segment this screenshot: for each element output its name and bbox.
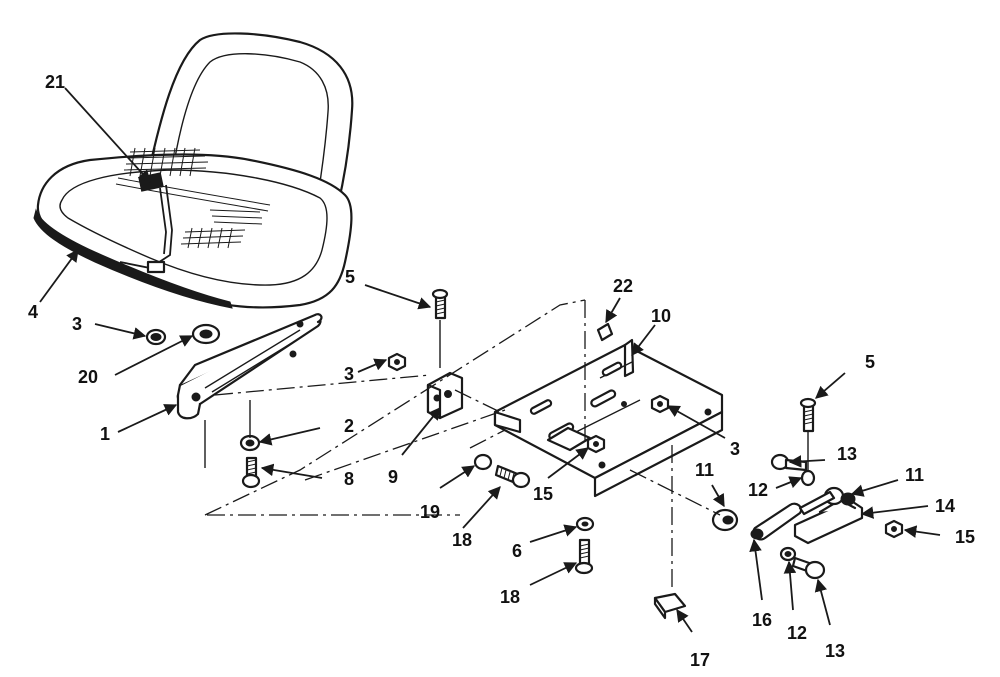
- hardware-left: [145, 323, 261, 489]
- callout-18-top: 18: [452, 530, 472, 550]
- callout-18-bottom: 18: [500, 587, 520, 607]
- callout-20: 20: [78, 367, 98, 387]
- callout-3-mid: 3: [344, 364, 354, 384]
- callout-13-top: 13: [837, 444, 857, 464]
- assembly-lines: [204, 299, 721, 590]
- callout-17: 17: [690, 650, 710, 670]
- seat-slide-bracket: [176, 313, 323, 420]
- callout-12-bottom: 12: [787, 623, 807, 643]
- callout-5-right: 5: [865, 352, 875, 372]
- callout-19: 19: [420, 502, 440, 522]
- leader-arrows: [39, 87, 941, 633]
- callout-16: 16: [752, 610, 772, 630]
- callout-9: 9: [388, 467, 398, 487]
- callout-3-right: 3: [730, 439, 740, 459]
- callout-1: 1: [100, 424, 110, 444]
- shock-assembly: [711, 397, 904, 580]
- callout-15-mid: 15: [533, 484, 553, 504]
- callout-labels: 21 4 3 20 1 5 3 2 8 9 19 18 15 22 10 3 5…: [28, 72, 975, 670]
- callout-4: 4: [28, 302, 38, 322]
- callout-13-bottom: 13: [825, 641, 845, 661]
- callout-15-right: 15: [955, 527, 975, 547]
- callout-14: 14: [935, 496, 955, 516]
- mounting-plate: [493, 322, 724, 498]
- callout-11-right: 11: [905, 465, 924, 485]
- callout-12-top: 12: [748, 480, 768, 500]
- callout-6: 6: [512, 541, 522, 561]
- callout-5-top: 5: [345, 267, 355, 287]
- callout-2: 2: [344, 416, 354, 436]
- callout-3-left: 3: [72, 314, 82, 334]
- callout-10: 10: [651, 306, 671, 326]
- angle-bracket: [387, 288, 464, 420]
- hardware-bottom: [473, 453, 687, 620]
- callout-21: 21: [45, 72, 65, 92]
- seat: [33, 32, 354, 309]
- callout-22: 22: [613, 276, 633, 296]
- callout-8: 8: [344, 469, 354, 489]
- callout-11-mid: 11: [695, 460, 714, 480]
